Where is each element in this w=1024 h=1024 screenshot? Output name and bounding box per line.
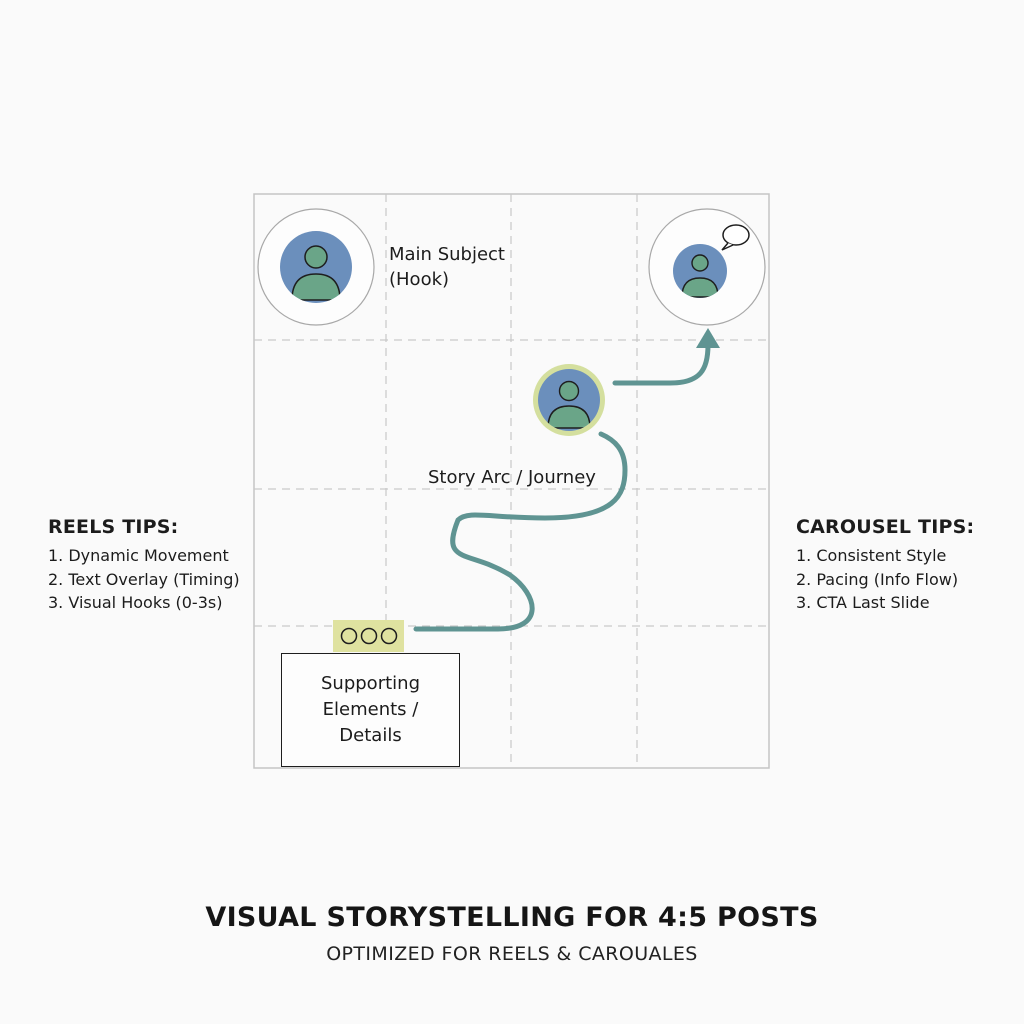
end-avatar [648,208,766,326]
main-subject-avatar [257,208,375,326]
story-arc-label: Story Arc / Journey [428,467,596,488]
avatar-icon [673,244,727,298]
main-subject-label: Main Subject (Hook) [389,244,505,290]
footer-title: VISUAL STORYSTELLING FOR 4:5 POSTS [205,902,819,933]
footer-subtitle: OPTIMIZED FOR REELS & CAROUALES [326,943,698,965]
arrow-head-icon [696,328,720,348]
reels-tip-item: 2. Text Overlay (Timing) [48,569,240,589]
supporting-elements-label: Supporting Elements / Details [321,673,420,746]
story-arc-path [413,431,628,632]
carousel-tips-panel: CAROUSEL TIPS: 1. Consistent Style 2. Pa… [796,516,974,615]
carousel-tips-title: CAROUSEL TIPS: [796,516,975,538]
story-arc-top-path [612,342,711,386]
circles-icon [333,620,404,652]
carousel-tip-item: 3. CTA Last Slide [796,593,930,612]
speech-bubble-icon [721,224,750,251]
supporting-elements-box: Supporting Elements / Details [281,653,460,767]
carousel-tip-item: 1. Consistent Style [796,546,947,565]
reels-tips-panel: REELS TIPS: 1. Dynamic Movement 2. Text … [48,516,240,615]
avatar-icon [280,231,352,303]
reels-tips-title: REELS TIPS: [48,516,179,538]
journey-avatar [533,364,605,436]
reels-tip-item: 3. Visual Hooks (0-3s) [48,593,223,612]
carousel-tip-item: 2. Pacing (Info Flow) [796,569,959,589]
reels-tip-item: 1. Dynamic Movement [48,546,229,565]
avatar-icon [538,369,600,431]
